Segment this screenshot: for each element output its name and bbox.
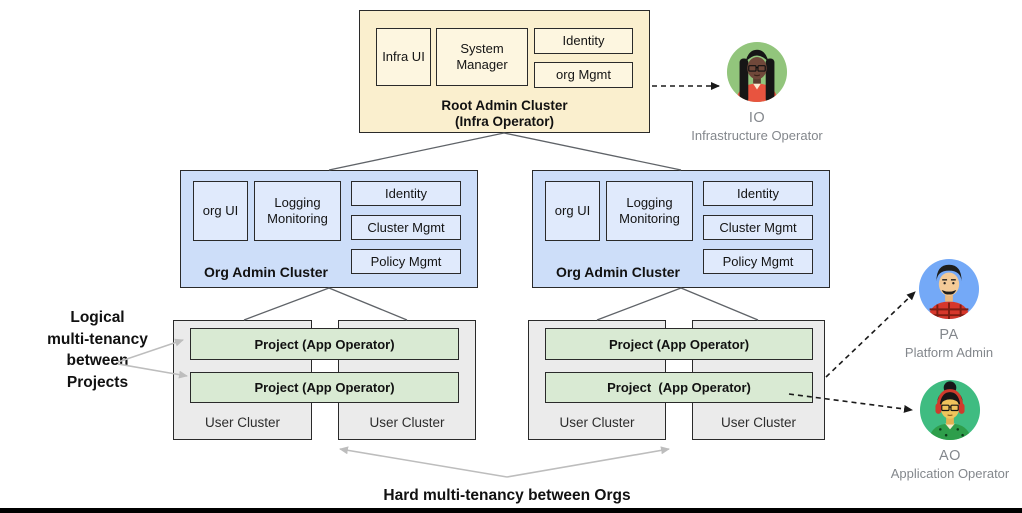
org-identity-box: Identity [703,181,813,206]
org-ui-box: org UI [193,181,248,241]
persona-abbr: IO [748,110,766,126]
root-identity-box: Identity [534,28,633,54]
orgs-arrow-right [506,446,670,478]
orgs-arrow-left [339,446,508,478]
policy-mgmt-box: Policy Mgmt [703,249,813,274]
org-cluster-label: Org Admin Cluster [204,264,328,280]
pa-avatar-icon [918,258,980,320]
ao-avatar-icon [919,379,981,441]
user-cluster-label: User Cluster [720,415,796,430]
logging-monitoring-box: Logging Monitoring [606,181,693,241]
user-cluster-group-right: User Cluster User Cluster Project (App O… [528,320,825,440]
persona-role: Infrastructure Operator [691,128,823,143]
cluster-mgmt-box: Cluster Mgmt [351,215,461,240]
persona-role: Platform Admin [904,345,994,360]
persona-abbr: PA [939,327,959,343]
user-cluster-group-left: User Cluster User Cluster Project (App O… [173,320,476,440]
root-cluster-label-line2: (Infra Operator) [454,114,554,129]
cluster-mgmt-box: Cluster Mgmt [703,215,813,240]
persona-role: Application Operator [890,466,1010,481]
org-right-to-user4-line [680,287,759,321]
org-admin-cluster-left: org UI Logging Monitoring Identity Clust… [180,170,478,288]
root-cluster-label-line1: Root Admin Cluster [441,98,568,113]
persona-pa: PA Platform Admin [859,258,1022,360]
note-line: Logical [70,309,125,326]
project-bar: Project (App Operator) [545,328,813,360]
infra-ui-box: Infra UI [376,28,431,86]
root-to-org-right-line [503,132,682,171]
system-manager-box: System Manager [436,28,528,86]
project-bar: Project (App Operator) [190,328,459,360]
user-cluster-label: User Cluster [369,415,445,430]
root-admin-cluster: Infra UI System Manager Identity org Mgm… [359,10,650,133]
org-right-to-user3-line [596,287,682,321]
org-left-to-user1-line [243,287,330,321]
persona-abbr: AO [939,448,961,464]
logging-monitoring-box: Logging Monitoring [254,181,341,241]
io-avatar-icon [726,41,788,103]
org-identity-box: Identity [351,181,461,206]
note-line: Projects [66,373,129,391]
hard-multitenancy-note: Hard multi-tenancy between Orgs [383,487,631,504]
logical-multitenancy-note: Logical multi-tenancy between Projects [5,307,190,393]
org-left-to-user2-line [328,287,408,321]
project-bar: Project (App Operator) [545,372,813,403]
root-cluster-label: Root Admin Cluster (Infra Operator) [360,98,649,130]
org-ui-box: org UI [545,181,600,241]
bottom-edge-bar [0,508,1022,513]
note-line: multi-tenancy [47,330,148,348]
user-cluster-label: User Cluster [559,415,635,430]
project-bar: Project (App Operator) [190,372,459,403]
org-admin-cluster-right: org UI Logging Monitoring Identity Clust… [532,170,830,288]
persona-ao: AO Application Operator [860,379,1022,481]
root-to-org-left-line [328,132,505,171]
org-cluster-label: Org Admin Cluster [556,264,680,280]
policy-mgmt-box: Policy Mgmt [351,249,461,274]
user-cluster-label: User Cluster [204,415,280,430]
note-line: between [66,352,129,369]
org-mgmt-box: org Mgmt [534,62,633,88]
persona-io: IO Infrastructure Operator [667,41,847,143]
